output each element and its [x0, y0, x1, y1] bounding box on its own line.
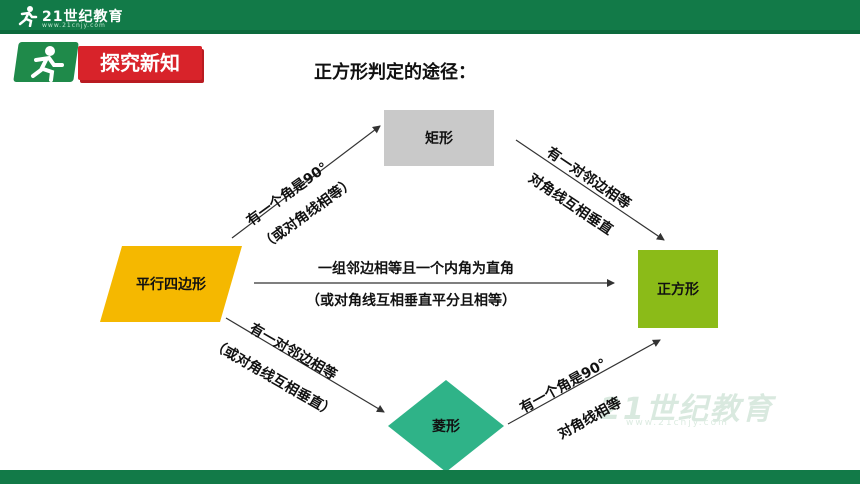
footer-bar: [0, 470, 860, 484]
node-rhombus-label: 菱形: [432, 419, 460, 435]
node-rectangle-label: 矩形: [425, 131, 453, 147]
node-parallelogram-shape: [100, 246, 242, 322]
arrow-rhombus-to-square: [507, 339, 661, 425]
runner-logo-icon: [18, 6, 38, 27]
section-badge: 探究新知: [13, 40, 208, 84]
badge-icon-block: [13, 42, 79, 82]
logo-text: 21世纪教育: [42, 9, 124, 25]
runner-icon: [31, 46, 64, 82]
slide-title: 正方形判定的途径：: [314, 62, 476, 83]
node-parallelogram-label: 平行四边形: [136, 277, 206, 293]
header-bar: 21世纪教育 www.21cnjy.com: [0, 0, 860, 34]
logo-subtext: www.21cnjy.com: [42, 22, 106, 29]
watermark: 21世纪教育: [600, 392, 774, 427]
node-square-label: 正方形: [657, 282, 699, 298]
arrow-rect-to-square: [515, 139, 665, 241]
badge-label-box: 探究新知: [78, 46, 202, 80]
label-para-to-square-1: 一组邻边相等且一个内角为直角: [318, 261, 514, 277]
node-rhombus-shape: [388, 380, 504, 472]
logo: 21世纪教育: [16, 4, 123, 28]
label-para-to-square-2: （或对角线互相垂直平分且相等）: [306, 293, 516, 309]
node-parallelogram: 平行四边形: [100, 246, 242, 322]
watermark-sub: www.21cnjy.com: [626, 418, 729, 428]
arrow-para-to-rect: [231, 125, 381, 239]
node-rectangle: 矩形: [384, 110, 494, 166]
header-stripe: [0, 30, 860, 34]
node-square: 正方形: [638, 250, 718, 328]
arrow-para-to-rhombus: [225, 317, 385, 413]
node-rhombus: 菱形: [388, 380, 504, 472]
badge-label: 探究新知: [100, 51, 180, 75]
